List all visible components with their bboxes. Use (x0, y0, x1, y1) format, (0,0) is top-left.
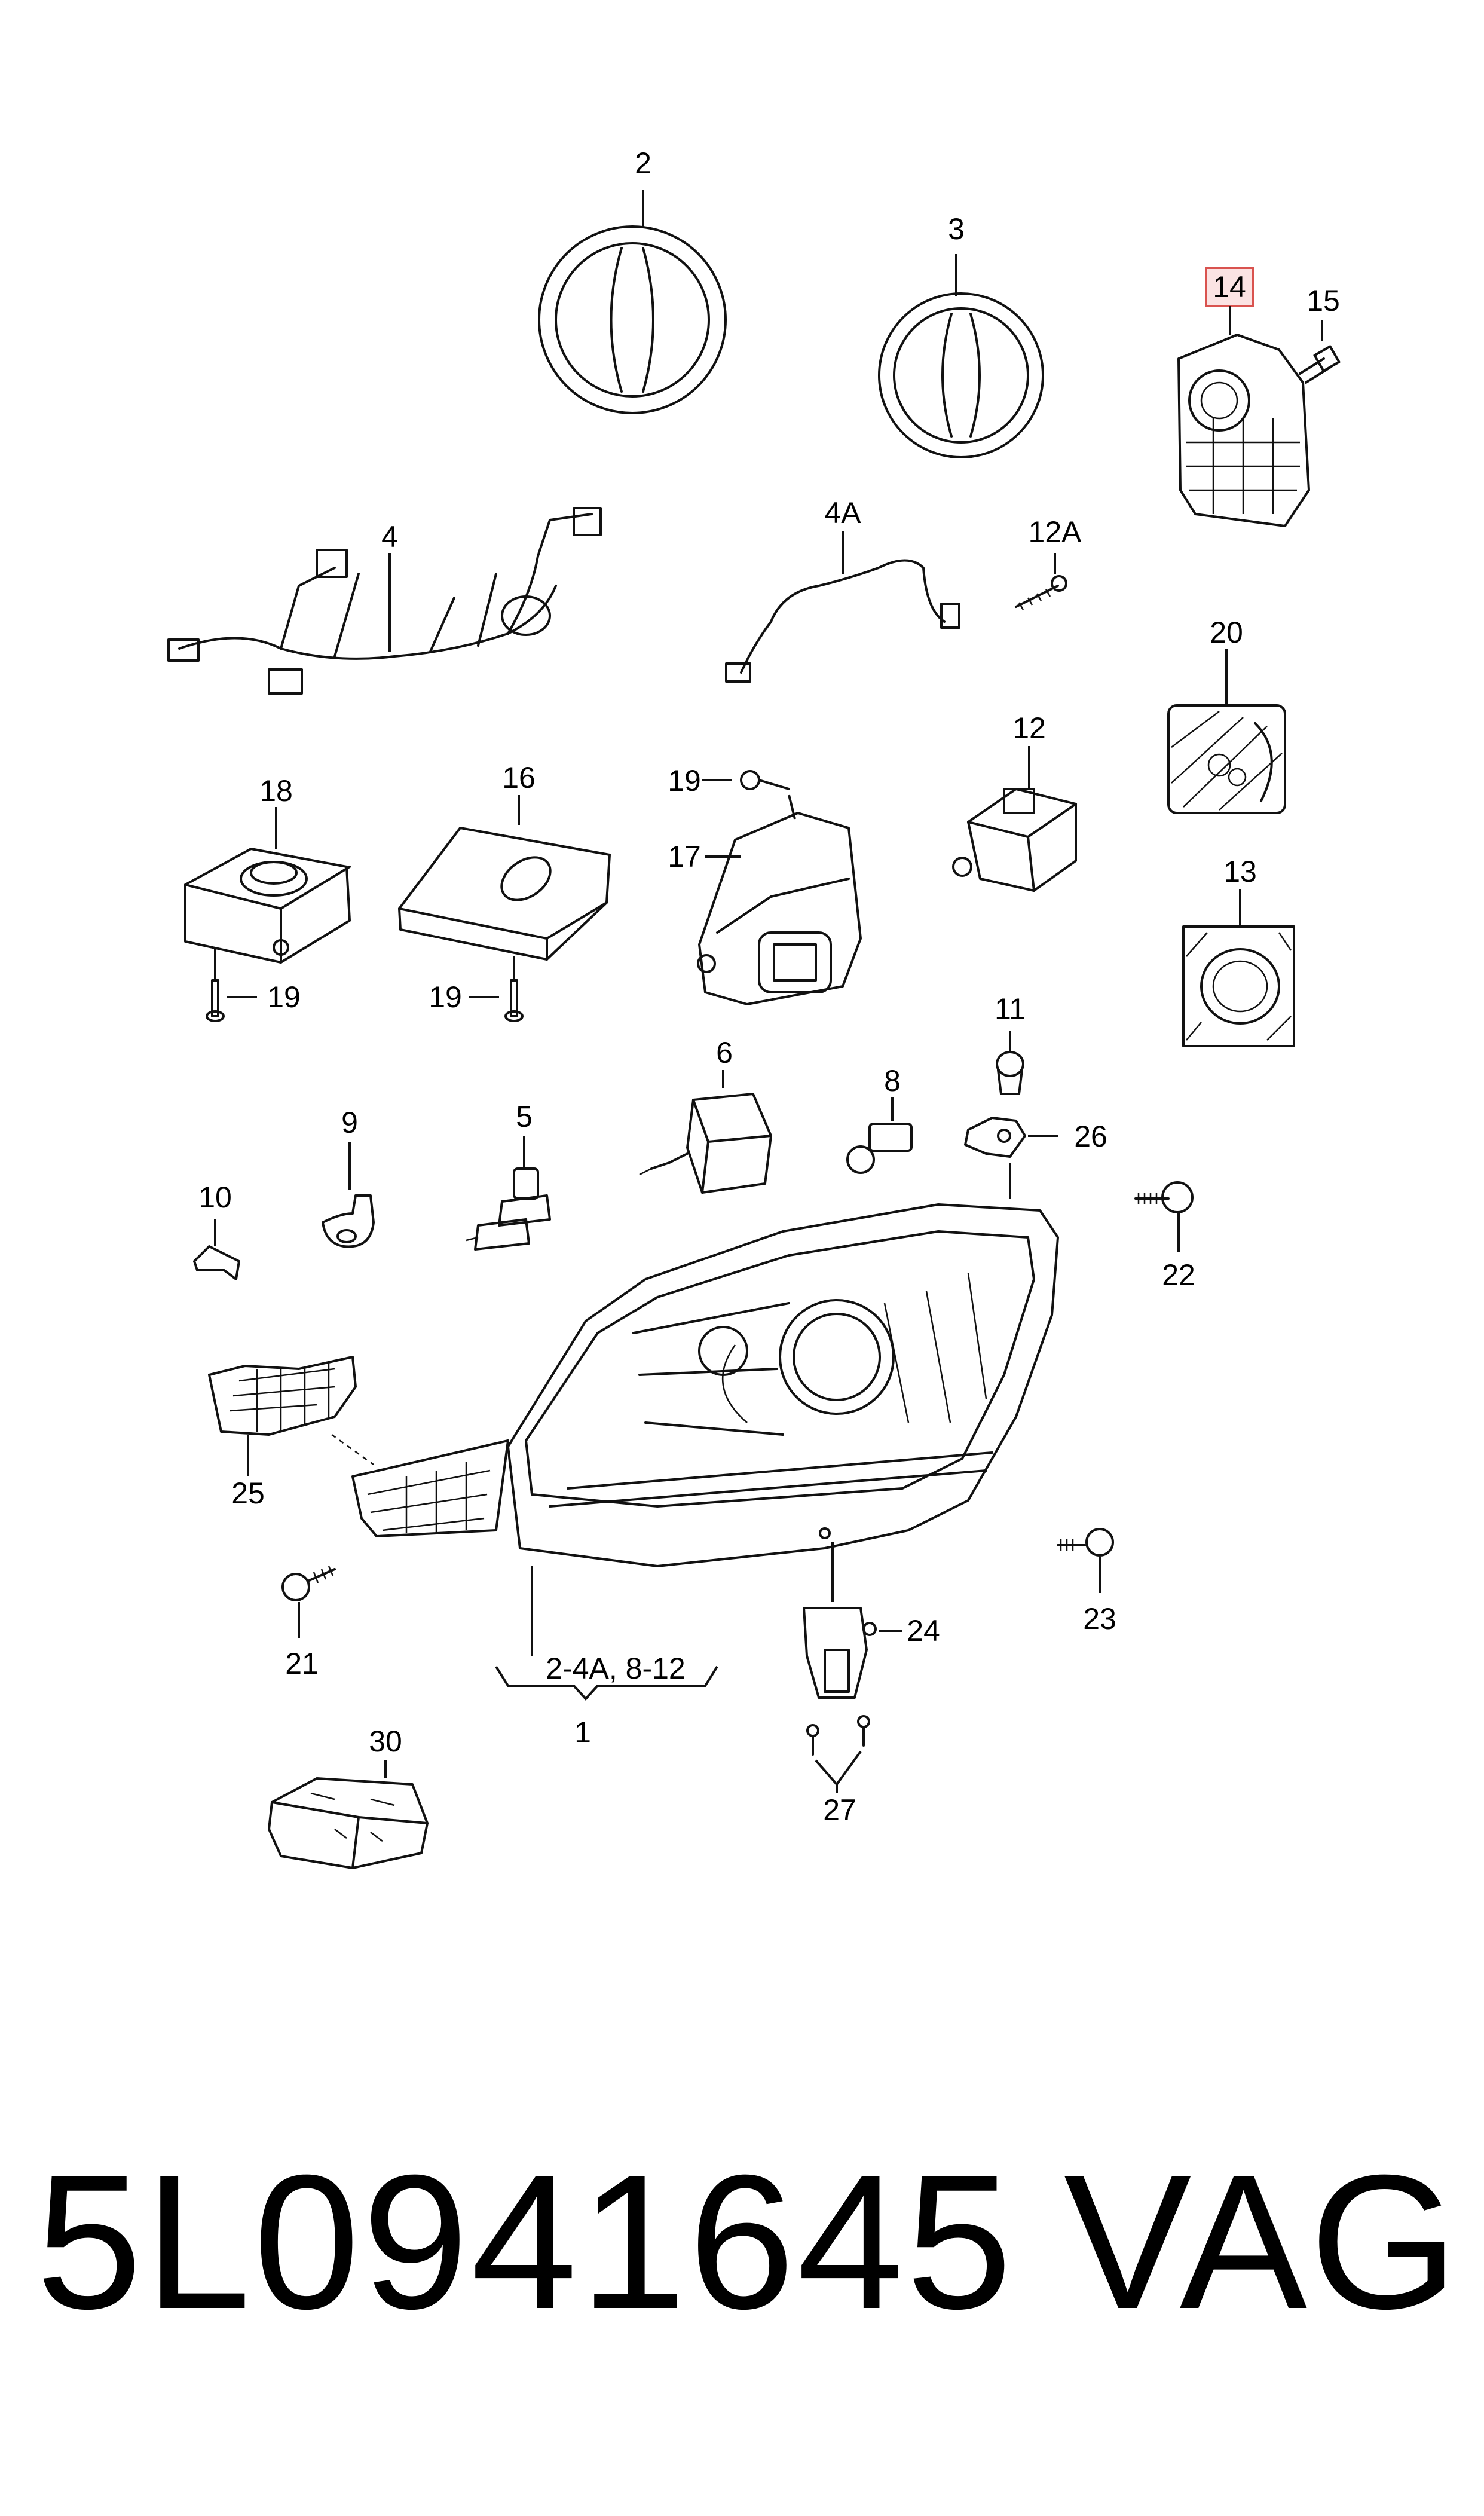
callout-18: 18 (259, 774, 293, 808)
callout-26: 26 (1074, 1120, 1107, 1153)
part-1-callout-bracket (495, 1566, 718, 1701)
part-12a-screw[interactable] (1015, 553, 1067, 610)
part-8-bulb[interactable] (846, 1097, 913, 1174)
part-13-gasket[interactable] (1182, 889, 1295, 1047)
callout-19-upper: 19 (668, 764, 701, 797)
part-12-actuator[interactable] (952, 746, 1077, 892)
callout-2: 2 (635, 146, 651, 180)
part-4a-wire[interactable] (725, 531, 960, 683)
callout-22: 22 (1162, 1258, 1195, 1292)
part-24-repair-bracket[interactable] (803, 1542, 902, 1699)
callout-30: 30 (369, 1725, 402, 1758)
part-17-module-bracket[interactable] (697, 812, 862, 1005)
part-22-bolt[interactable] (1134, 1181, 1194, 1252)
callout-19-left: 19 (267, 980, 301, 1014)
callout-19-mid: 19 (429, 980, 462, 1014)
part-20-gasket[interactable] (1167, 649, 1286, 814)
part-number: 5L0941645 (36, 2135, 1015, 2349)
callout-4a: 4A (824, 496, 861, 530)
callout-8: 8 (884, 1064, 901, 1097)
part-15-screw[interactable] (1299, 320, 1341, 384)
callout-1: 1 (574, 1716, 591, 1749)
brand-label: VAG (1064, 2135, 1461, 2349)
callout-17: 17 (668, 840, 701, 873)
callout-range-2-12: 2-4A, 8-12 (546, 1652, 685, 1685)
part-19-screw-lower-mid[interactable] (469, 979, 524, 1022)
part-25-grille[interactable] (208, 1356, 374, 1476)
callout-24: 24 (907, 1614, 940, 1647)
callout-16: 16 (502, 761, 536, 794)
part-27-screws[interactable] (806, 1715, 870, 1793)
callout-23: 23 (1083, 1602, 1116, 1635)
part-21-bolt[interactable] (281, 1566, 336, 1638)
part-1-headlight-assembly[interactable] (351, 1203, 1059, 1567)
callout-3: 3 (948, 212, 965, 246)
part-9-rubber-elbow[interactable] (322, 1142, 375, 1248)
part-10-clip[interactable] (193, 1219, 240, 1280)
callout-12: 12 (1012, 711, 1046, 745)
callout-21: 21 (285, 1647, 319, 1680)
callout-14: 14 (1213, 270, 1246, 304)
callout-6: 6 (716, 1036, 733, 1069)
part-14-led-module[interactable] (1177, 267, 1310, 527)
callout-13: 13 (1223, 855, 1257, 888)
callout-15: 15 (1306, 284, 1340, 317)
callout-25: 25 (231, 1476, 265, 1510)
part-26-bracket[interactable] (964, 1117, 1058, 1199)
part-6-xenon-bulb[interactable] (639, 1070, 772, 1194)
callout-20: 20 (1210, 616, 1243, 649)
callout-11: 11 (995, 992, 1026, 1026)
part-2-cover-cap[interactable] (538, 190, 727, 414)
part-18-control-unit[interactable] (184, 807, 351, 980)
part-30-bulb-kit-box[interactable] (268, 1760, 429, 1869)
callout-27: 27 (823, 1793, 856, 1827)
part-11-clip[interactable] (996, 1031, 1024, 1095)
part-16-control-unit[interactable] (398, 795, 611, 980)
callout-9: 9 (341, 1106, 358, 1139)
callout-10: 10 (198, 1181, 232, 1214)
callout-12a: 12A (1029, 515, 1082, 549)
part-19-screw-lower-left[interactable] (206, 979, 257, 1022)
part-5-halogen-bulb[interactable] (466, 1136, 551, 1251)
callout-5: 5 (516, 1100, 533, 1133)
part-23-bolt[interactable] (1057, 1528, 1114, 1593)
part-19-screw-upper[interactable] (702, 770, 796, 820)
part-3-cover-cap[interactable] (878, 254, 1044, 458)
part-4-wiring-harness[interactable] (167, 507, 602, 695)
callout-4: 4 (381, 520, 398, 554)
